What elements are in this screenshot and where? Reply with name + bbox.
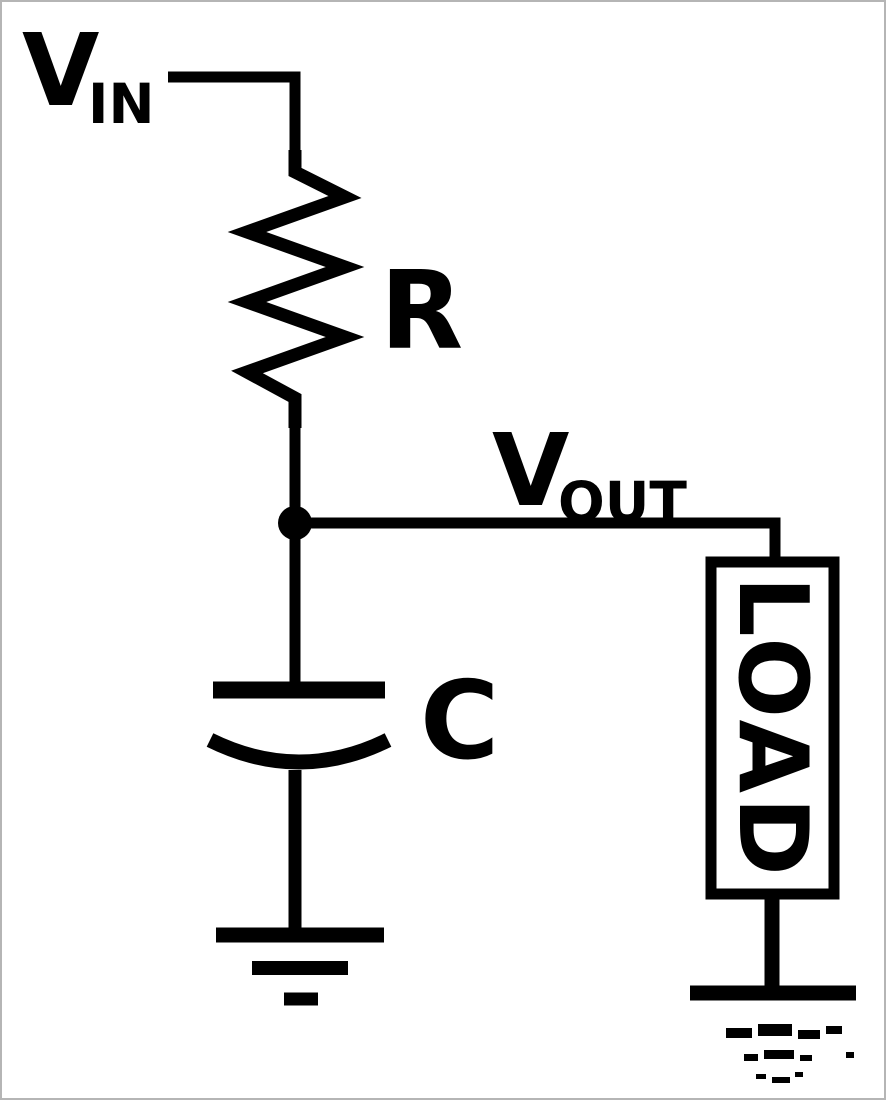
vout-wire: [295, 517, 781, 568]
resistor-symbol: [227, 150, 365, 428]
capacitor-bottom-plate: [206, 733, 392, 770]
ground-speck: [756, 1074, 766, 1079]
ground-speck: [758, 1024, 792, 1036]
vin-wire: [168, 71, 301, 165]
labels: V IN R V OUT C LOAD: [22, 12, 827, 880]
ground-speck: [772, 1077, 790, 1083]
ground-speck: [726, 1028, 752, 1038]
resistor-label: R: [380, 249, 463, 374]
ground-speck: [798, 1030, 820, 1039]
distressed-ground-artifact: [726, 1024, 854, 1083]
ground-speck: [846, 1052, 854, 1058]
vin-label-main: V: [22, 12, 99, 129]
ground-speck: [764, 1050, 794, 1059]
junction-node-dot: [278, 506, 312, 540]
ground-speck: [795, 1072, 803, 1077]
conductors: [168, 71, 856, 1006]
load-label: LOAD: [717, 576, 827, 880]
vout-label-sub: OUT: [558, 470, 687, 534]
vout-label-main: V: [492, 412, 569, 529]
ground-speck: [826, 1026, 842, 1034]
capacitor-label: C: [420, 659, 499, 784]
ground-speck: [744, 1054, 758, 1061]
ground-speck: [800, 1055, 812, 1061]
load-box: [705, 556, 840, 900]
vin-label-sub: IN: [88, 72, 155, 136]
